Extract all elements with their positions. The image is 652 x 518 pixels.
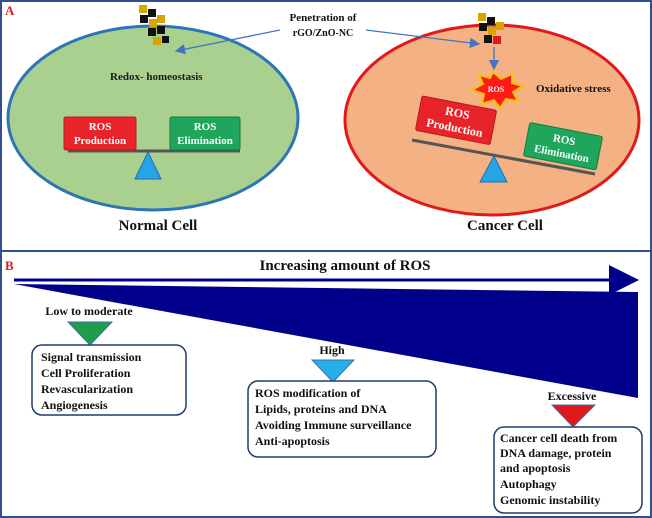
level-low-effect-1: Signal transmission [41,350,142,364]
ros-burst-label: ROS [488,85,505,94]
level-low-effect-2: Cell Proliferation [41,366,131,380]
penetration-line1: Penetration of [290,12,357,24]
level-high-effect-4: Anti-apoptosis [255,434,330,448]
level-high-effect-3: Avoiding Immune surveillance [255,418,412,432]
level-low-box [31,344,187,416]
level-high-effect-1: ROS modification of [255,386,361,400]
nanocomposite-icon-cancer [478,13,504,44]
cancer-ros-production-box [415,95,497,145]
level-low-effect-3: Revascularization [41,382,133,396]
level-low-marker [66,321,114,346]
redox-homeostasis-label: Redox- homeostasis [110,71,203,83]
normal-ros-production-box [63,116,137,151]
normal-ros-production-line2: Production [74,135,126,147]
level-high-box [247,380,437,458]
level-excessive-box [493,426,643,514]
level-high-marker [310,359,356,383]
level-excessive-effect-2: DNA damage, protein [500,446,612,460]
panel-a-label: A [5,3,15,18]
cancer-ros-elimination: ROS Elimination [523,122,603,171]
cancer-ros-elimination-line1: ROS [552,132,576,148]
ros-wedge [14,284,638,398]
cancer-seesaw-beam [411,138,596,176]
nanocomposite-icon-normal [139,5,169,45]
level-excessive-effect-3: and apoptosis [500,461,571,475]
penetration-arrow-normal [174,29,281,55]
level-excessive-effect-5: Genomic instability [500,493,600,507]
normal-cell-title: Normal Cell [119,218,198,234]
level-low-label: Low to moderate [45,304,133,318]
level-excessive-label: Excessive [548,389,597,403]
cancer-ros-elimination-box [523,122,603,171]
cancer-ros-production: ROS Production [415,95,497,145]
level-excessive-effect-4: Autophagy [500,477,557,491]
cancer-seesaw-fulcrum [479,154,508,183]
penetration-line2: rGO/ZnO-NC [293,28,354,39]
normal-ros-elimination-line1: ROS [194,121,217,133]
cancer-ros-production-line1: ROS [444,104,471,123]
level-excessive-effect-1: Cancer cell death from [500,431,617,445]
penetration-arrow-cancer [365,29,481,49]
level-high-label: High [319,343,345,357]
normal-ros-elimination-box [169,116,241,151]
level-low-effect-4: Angiogenesis [41,398,108,412]
normal-ros-elimination-line2: Elimination [177,135,233,147]
level-excessive-marker [550,404,597,428]
normal-ros-production-line1: ROS [89,121,112,133]
oxidative-stress-label: Oxidative stress [536,83,611,95]
normal-cell [6,24,300,212]
level-high-effect-2: Lipids, proteins and DNA [255,402,387,416]
ros-burst-icon [469,70,526,110]
normal-seesaw-fulcrum [134,150,162,180]
cancer-cell-title: Cancer Cell [467,218,543,234]
ros-axis-title: Increasing amount of ROS [260,258,431,274]
panel-b-label: B [5,258,14,273]
